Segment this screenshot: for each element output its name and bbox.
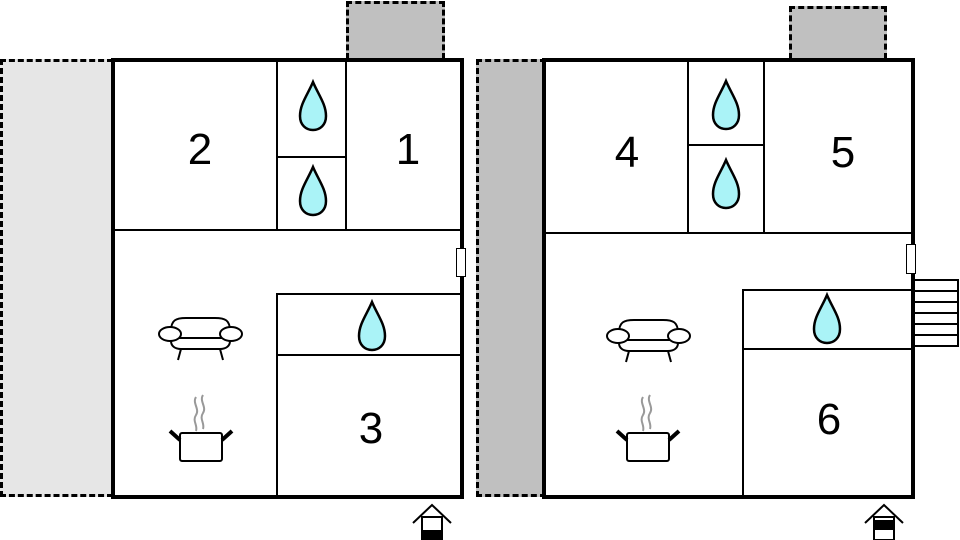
outer-walls [111,58,464,499]
wall-v-2 [763,60,765,233]
window [456,248,466,277]
water-drop-icon [298,163,328,217]
wall-v-2 [345,60,347,230]
annex-top-left [346,1,445,59]
wall-h-top [113,229,461,231]
terrace-right [476,59,546,497]
wall-h-top [544,232,912,234]
cooking-pot-icon [615,394,681,462]
wall-h-bath [276,156,346,158]
entrance-icon [864,503,904,540]
water-drop-icon [711,156,741,210]
water-drop-icon [812,291,842,345]
room-label-3: 3 [358,404,384,453]
wall-v-1 [687,60,689,233]
cooking-pot-icon [168,394,234,462]
room-label-5: 5 [830,128,856,177]
wall-h-3a [276,293,461,295]
water-drop-icon [711,77,741,131]
room-label-1: 1 [395,125,421,174]
room-label-6: 6 [816,395,842,444]
annex-top-right [789,6,887,59]
wall-h-6a [742,289,912,291]
outer-walls [542,58,915,499]
window [906,244,916,274]
stairs-icon [913,279,959,347]
wall-v-1 [276,60,278,230]
wall-h-bath [687,144,764,146]
sofa-icon [158,317,243,361]
wall-h-6b [742,348,912,350]
wall-h-3b [276,354,461,356]
entrance-icon [412,503,452,540]
water-drop-icon [357,298,387,352]
terrace-left [0,59,113,497]
water-drop-icon [298,78,328,132]
room-label-2: 2 [187,125,213,174]
wall-v-3 [276,293,278,496]
wall-v-3 [742,289,744,496]
room-label-4: 4 [614,128,640,177]
sofa-icon [606,319,691,363]
